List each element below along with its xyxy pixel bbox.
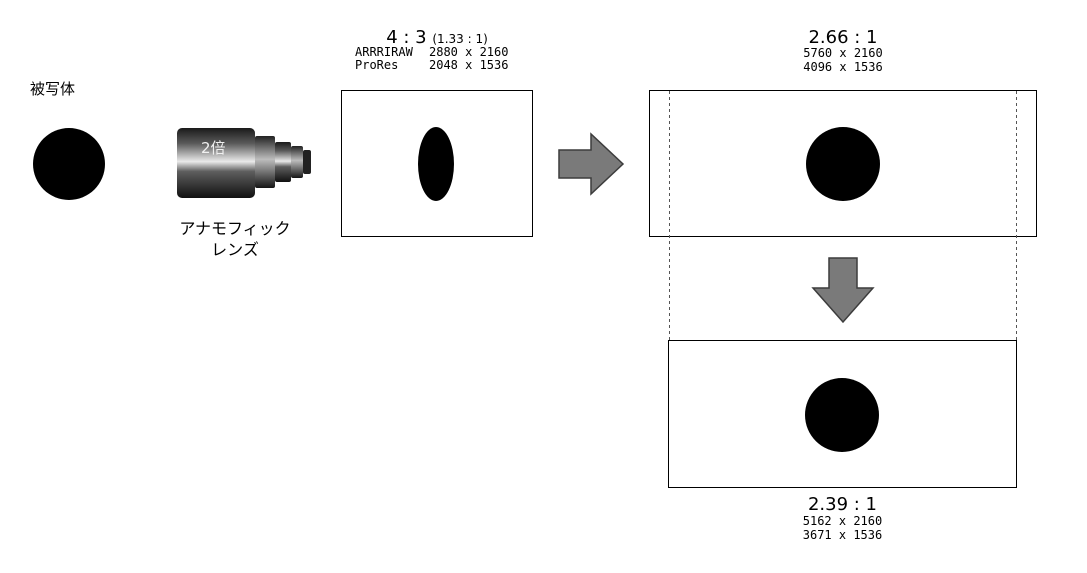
anamorphic-lens-icon: [177, 128, 311, 198]
cropped-resolution: 3671 x 1536: [802, 528, 883, 542]
sensor-format-row: ProRes 2048 x 1536: [355, 59, 508, 72]
arrow-right-icon: [558, 132, 625, 196]
format-resolution: 2880 x 2160: [429, 45, 509, 59]
sensor-format-list: ARRRIRAW 2880 x 2160 ProRes 2048 x 1536: [355, 46, 508, 72]
lens-label: アナモフィック レンズ: [160, 218, 310, 260]
sensor-ratio-title: 4 : 3 (1.33 : 1): [341, 28, 533, 49]
sensor-ratio: 4 : 3: [386, 27, 427, 48]
desqueezed-resolution: 4096 x 1536: [803, 60, 883, 74]
desqueezed-frame: [649, 90, 1037, 237]
cropped-frame: [668, 340, 1017, 488]
desqueezed-resolution-list: 5760 x 2160 4096 x 1536: [649, 46, 1037, 74]
format-resolution: 2048 x 1536: [429, 58, 509, 72]
sensor-frame: [341, 90, 533, 237]
subject-label: 被写体: [30, 80, 76, 98]
cropped-resolution: 5162 x 2160: [802, 514, 883, 528]
arrow-down-icon: [811, 257, 875, 324]
squeezed-subject-ellipse: [418, 127, 454, 201]
lens-label-line2: レンズ: [211, 240, 259, 259]
desqueezed-ratio-title: 2.66 : 1: [808, 27, 878, 48]
sensor-format-row: ARRRIRAW 2880 x 2160: [355, 46, 508, 59]
format-name: ProRes: [355, 58, 399, 72]
sensor-ratio-note: (1.33 : 1): [432, 32, 488, 46]
subject-circle: [33, 128, 105, 200]
cropped-ratio-title: 2.39 : 1: [807, 494, 878, 515]
lens-label-line1: アナモフィック: [179, 219, 291, 238]
cropped-resolution-list: 5162 x 2160 3671 x 1536: [668, 514, 1017, 542]
lens-magnification-badge: 2倍: [201, 139, 226, 157]
format-name: ARRRIRAW: [355, 45, 413, 59]
desqueezed-resolution: 5760 x 2160: [803, 46, 883, 60]
cropped-subject-circle: [805, 378, 879, 452]
desqueezed-subject-circle: [806, 127, 880, 201]
